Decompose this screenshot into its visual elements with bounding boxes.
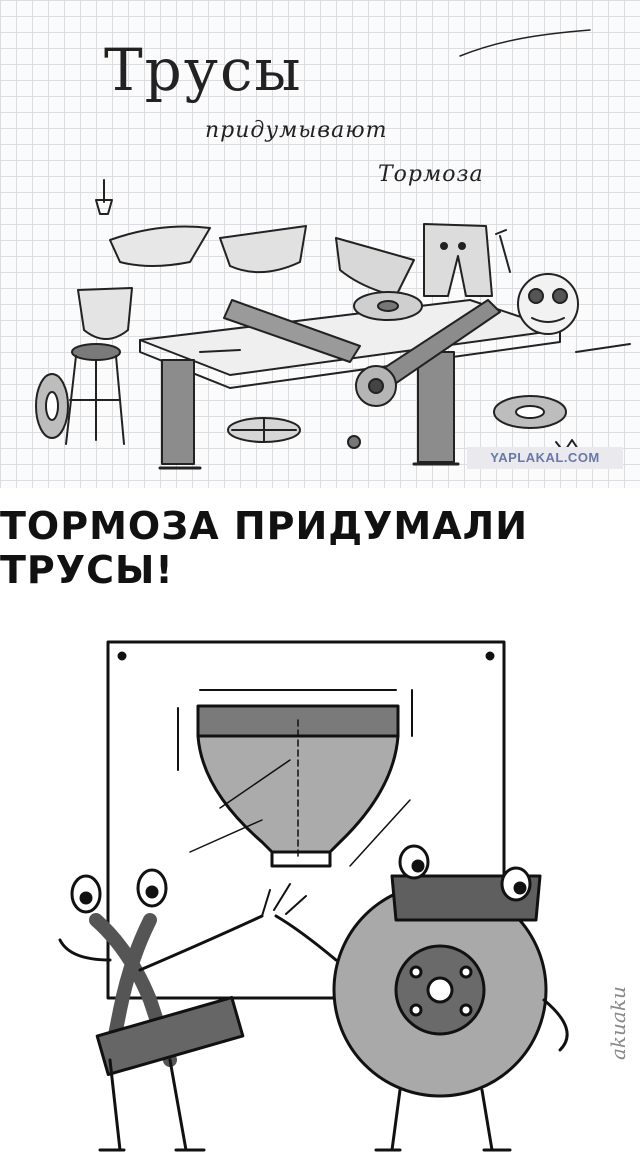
pliers-character — [58, 868, 264, 1152]
cartoon-panel — [0, 600, 640, 1160]
artist-signature: akuaku — [606, 986, 630, 1060]
caption-text: ТОРМОЗА ПРИДУМАЛИ ТРУСЫ! — [0, 504, 529, 592]
sketch-title-line3: Тормоза — [378, 162, 484, 187]
brake-disc-character — [274, 844, 569, 1152]
sketch-title-line1: Трусы — [104, 36, 303, 104]
sketch-panel: Трусы придумывают Тормоза YAPLAKAL.COM — [0, 0, 640, 488]
workshop-sketch — [35, 29, 631, 470]
briefs-blueprint — [177, 689, 413, 868]
caption: ТОРМОЗА ПРИДУМАЛИ ТРУСЫ! — [0, 488, 640, 600]
cartoon-illustration — [58, 640, 569, 1152]
watermark: YAPLAKAL.COM — [467, 447, 623, 469]
sketch-title-line2: придумывают — [205, 118, 388, 143]
